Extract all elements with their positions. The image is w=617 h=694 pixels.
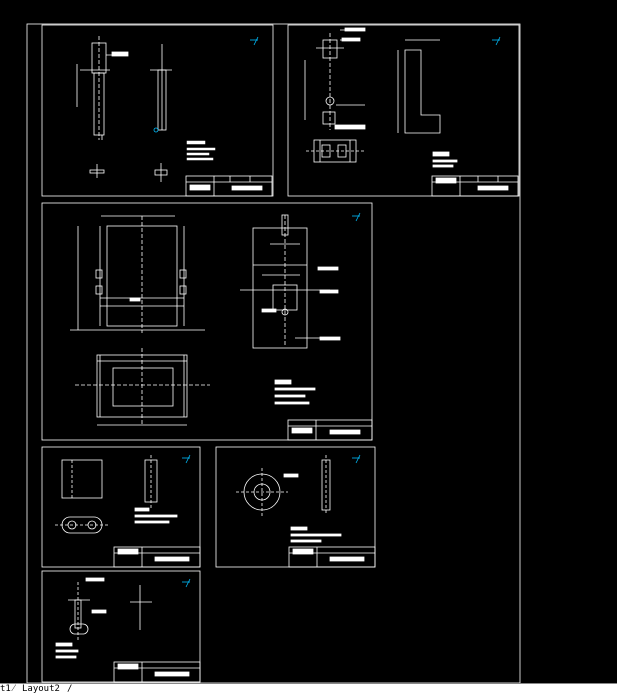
technical-notes [290, 526, 342, 543]
north-arrow-icon [492, 36, 501, 46]
part-view [240, 214, 341, 349]
technical-notes [134, 507, 178, 524]
part-view [68, 577, 152, 640]
drawing-sheet-4[interactable] [41, 446, 201, 568]
title-block [431, 175, 519, 197]
paper-border [26, 23, 521, 683]
technical-notes [186, 140, 216, 161]
part-view [397, 39, 441, 134]
technical-notes [274, 379, 316, 405]
part-view [236, 455, 331, 516]
drawing-sheet-6[interactable] [41, 570, 201, 683]
north-arrow-icon [352, 212, 361, 222]
drawing-sheet-1[interactable] [41, 24, 274, 197]
tab-layout1[interactable]: t1 [0, 684, 11, 694]
part-view [70, 215, 205, 333]
section-view [75, 348, 210, 426]
tab-separator: / [67, 684, 73, 694]
title-block [113, 546, 201, 568]
technical-notes [55, 642, 79, 659]
title-block [288, 546, 376, 568]
north-arrow-icon [352, 454, 361, 464]
tab-separator: ⁄ [13, 684, 15, 694]
north-arrow-icon [182, 454, 191, 464]
technical-notes [432, 151, 458, 168]
drawing-sheet-2[interactable] [287, 24, 520, 197]
tab-layout2[interactable]: Layout2 [22, 684, 60, 694]
part-view [76, 36, 129, 140]
drawing-sheet-5[interactable] [215, 446, 376, 568]
title-block [287, 419, 373, 441]
layout-tab-bar: t1 ⁄ Layout2 / [0, 683, 617, 694]
section-view [306, 139, 364, 163]
north-arrow-icon [250, 36, 259, 46]
part-view [304, 27, 366, 130]
title-block [113, 661, 201, 683]
title-block [185, 175, 273, 197]
drawing-sheet-3[interactable] [41, 202, 373, 441]
north-arrow-icon [182, 578, 191, 588]
part-view [55, 455, 158, 534]
part-view [150, 44, 172, 133]
